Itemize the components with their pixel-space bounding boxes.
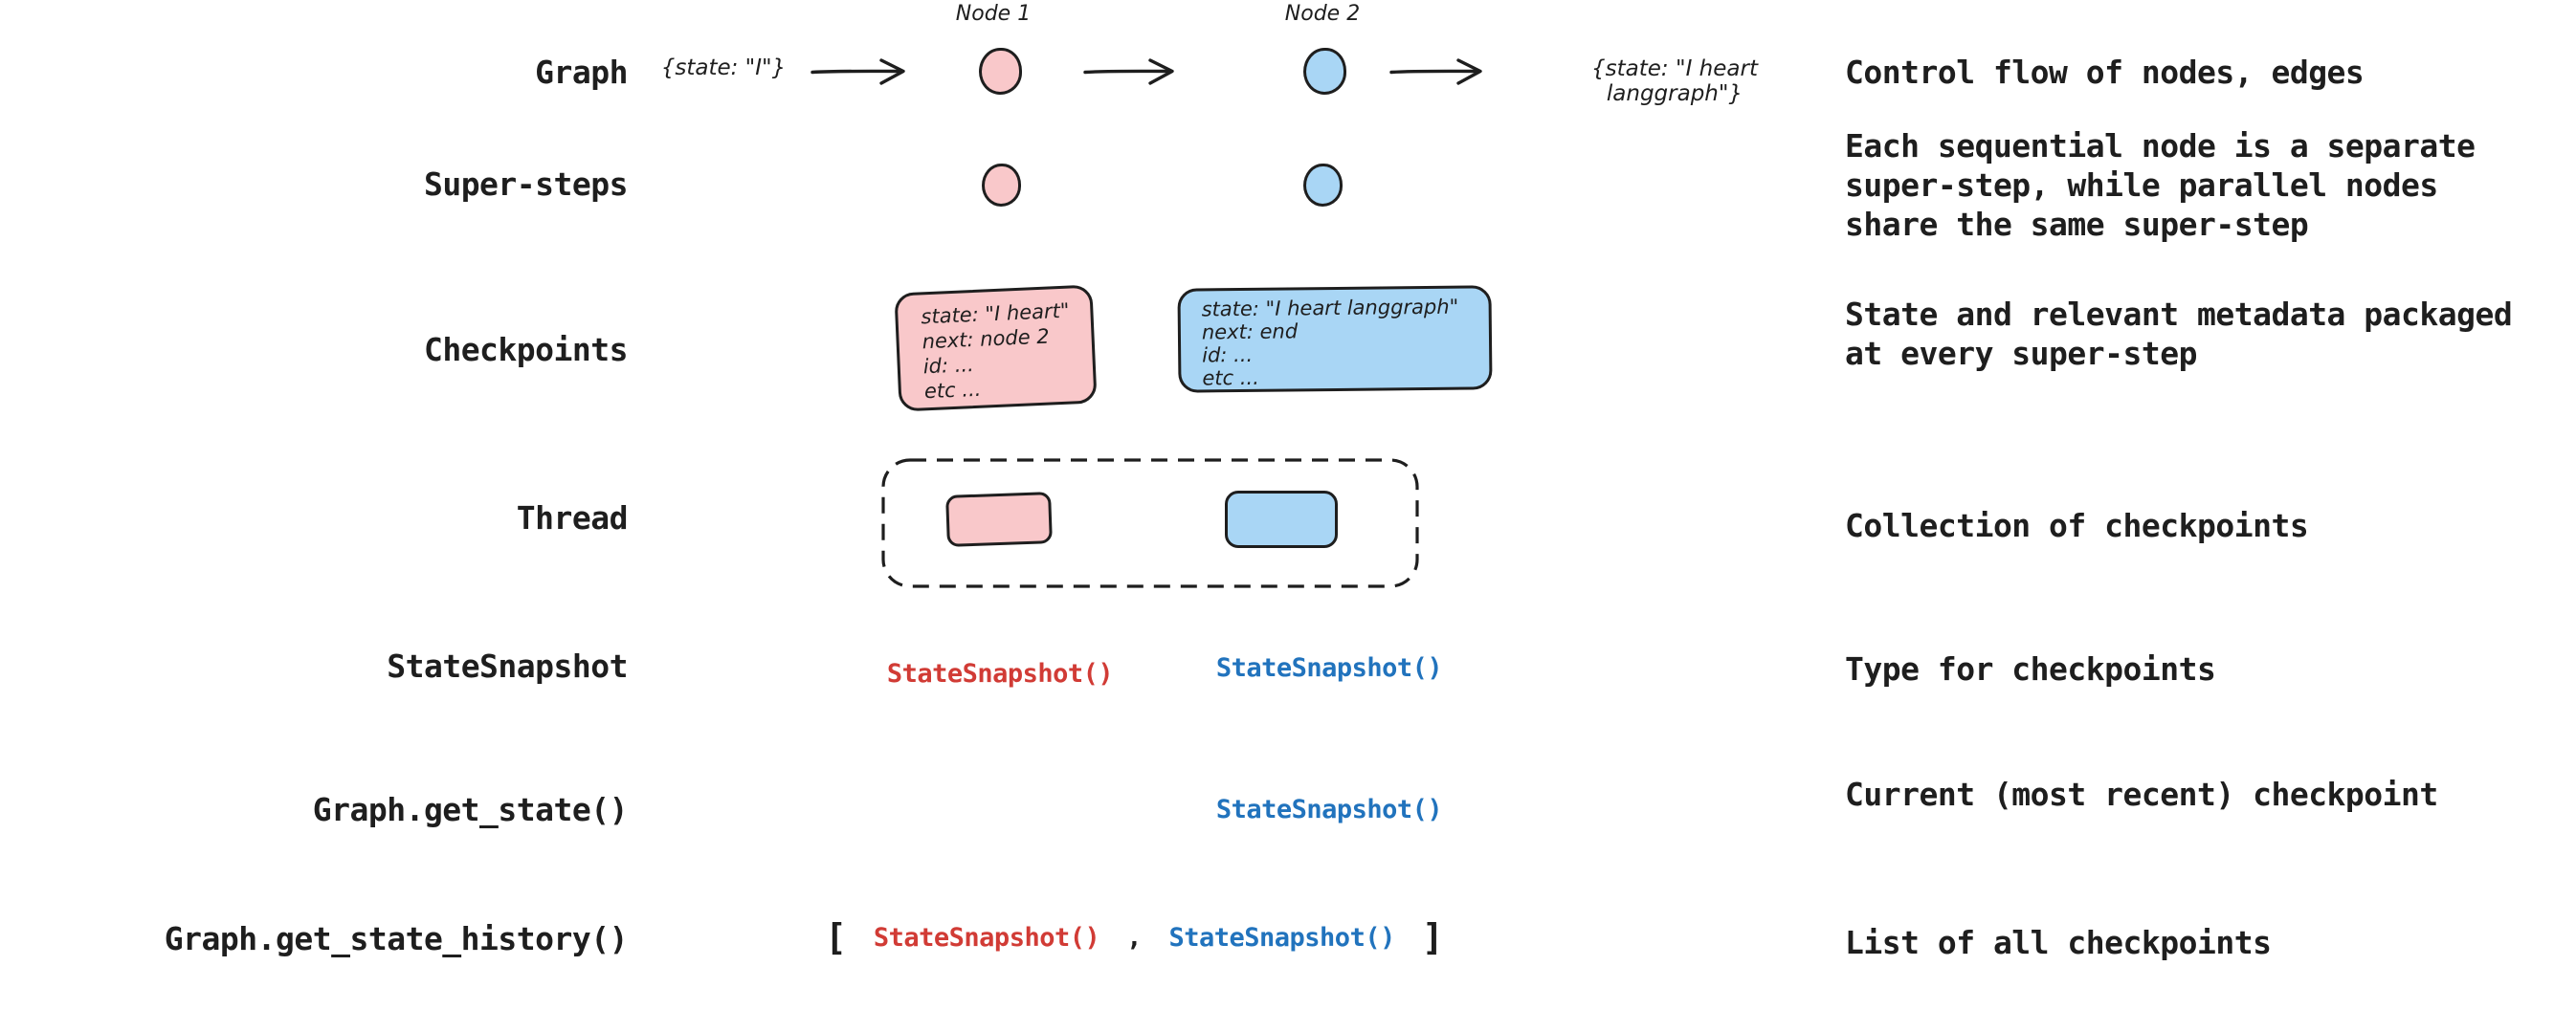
thread-checkpoint2-card [1225,491,1338,548]
node2-circle [1303,48,1346,95]
history-blue-code: StateSnapshot() [1168,922,1396,953]
statesnapshot-red-code: StateSnapshot() [886,659,1114,689]
row-label-super-steps: Super-steps [423,165,629,203]
desc-super-steps: Each sequential node is a separate super… [1845,127,2476,243]
checkpoint-card-node2-text: state: "I heart langgraph" next: end id:… [1201,295,1459,390]
list-open-bracket: [ [825,916,847,958]
checkpoint-card-node2: state: "I heart langgraph" next: end id:… [1177,285,1493,393]
desc-statesnapshot: Type for checkpoints [1845,650,2216,688]
flow-arrow-node2-to-output [1389,58,1482,85]
graph-output-state-annotation: {state: "I heart langgraph"} [1591,56,1758,106]
statesnapshot-blue-code: StateSnapshot() [1215,653,1443,683]
list-close-bracket: ] [1421,916,1444,958]
row-label-graph: Graph [535,54,628,91]
node1-circle [979,48,1022,95]
desc-get-state: Current (most recent) checkpoint [1845,776,2438,813]
checkpoint-card-node1: state: "I heart" next: node 2 id: ... et… [894,284,1098,412]
row-label-statesnapshot: StateSnapshot [387,648,628,685]
get-state-history-result: [ StateSnapshot() , StateSnapshot() ] [825,916,1444,958]
desc-get-state-history: List of all checkpoints [1845,924,2272,961]
thread-checkpoint1-card [945,492,1053,547]
desc-thread: Collection of checkpoints [1845,507,2309,544]
get-state-result-code: StateSnapshot() [1215,795,1443,824]
super-step1-circle [982,164,1021,207]
row-label-get-state-history: Graph.get_state_history() [164,920,629,957]
flow-arrow-node1-to-node2 [1083,58,1174,85]
row-label-checkpoints: Checkpoints [423,331,629,368]
list-separator: , [1126,922,1143,953]
history-red-code: StateSnapshot() [873,922,1100,953]
super-step2-circle [1303,164,1343,207]
row-label-get-state: Graph.get_state() [312,791,629,828]
node2-label: Node 2 [1284,2,1361,26]
desc-checkpoints: State and relevant metadata packaged at … [1845,296,2513,372]
checkpoint-card-node1-text: state: "I heart" next: node 2 id: ... et… [920,298,1070,404]
graph-input-state-annotation: {state: "I"} [660,55,787,80]
row-label-thread: Thread [516,499,629,537]
flow-arrow-input-to-node1 [811,58,905,85]
node1-label: Node 1 [955,2,1032,26]
desc-graph: Control flow of nodes, edges [1845,54,2365,91]
